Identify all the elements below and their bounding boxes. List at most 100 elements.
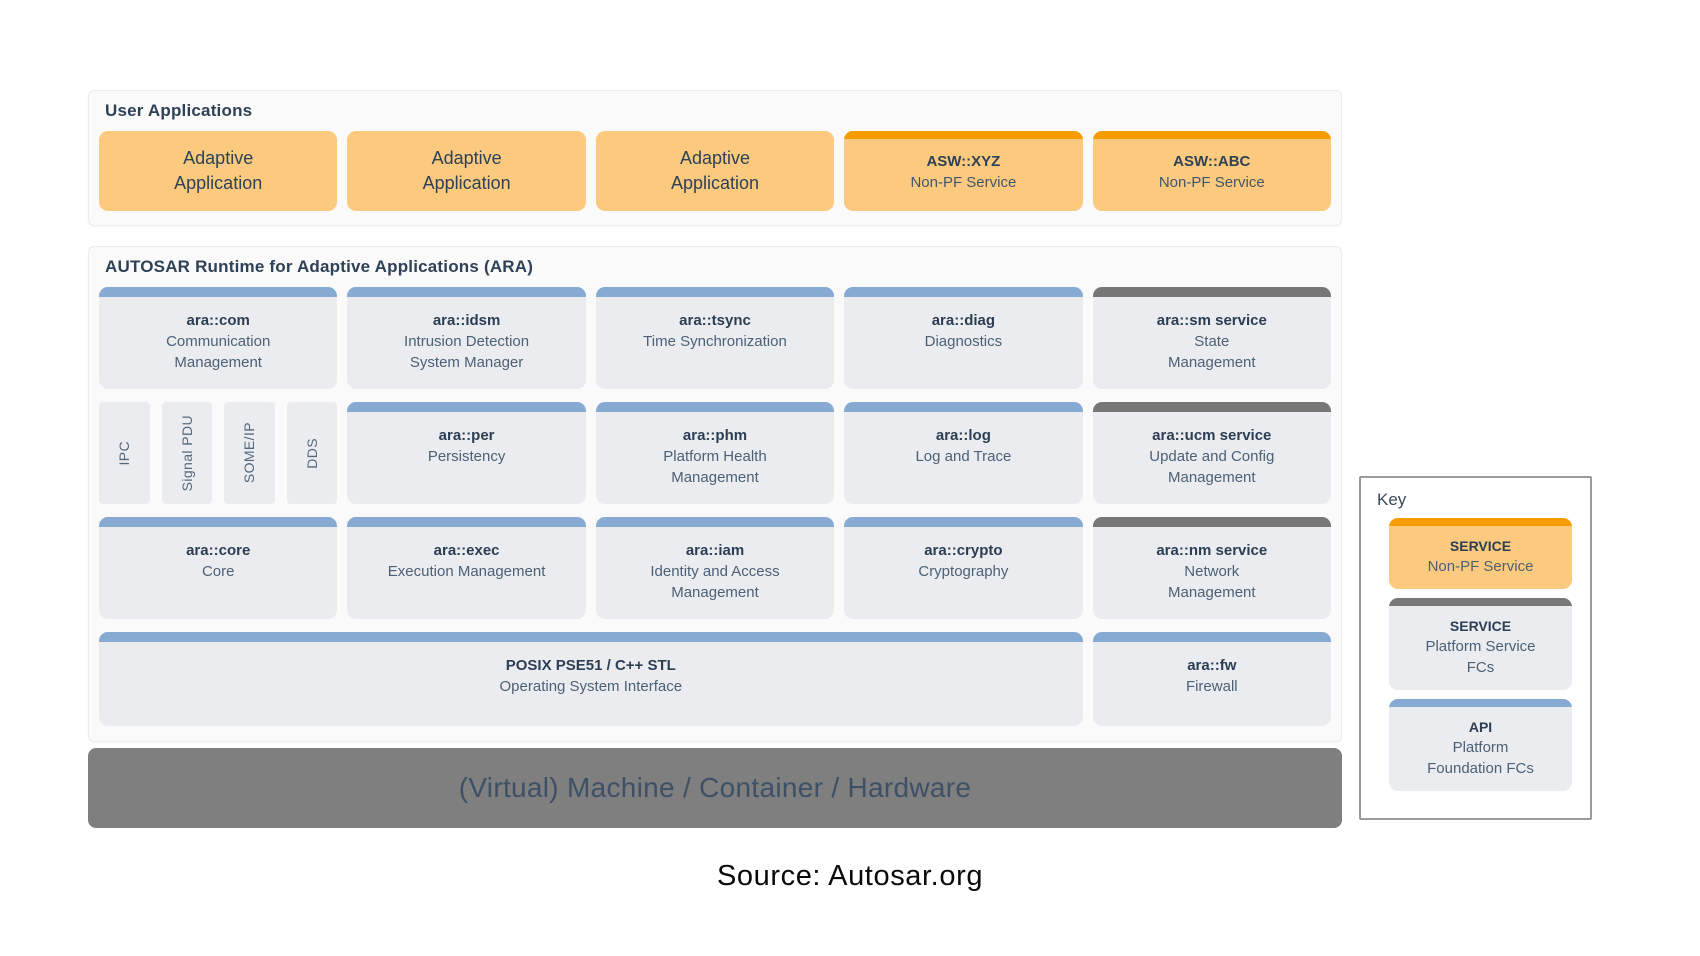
- fc-title: ara::exec: [433, 542, 500, 559]
- fc-subtitle: Network Management: [1168, 563, 1256, 601]
- adaptive-application-label: Adaptive Application: [422, 148, 511, 193]
- api-color-bar: [347, 517, 586, 527]
- fc-title: ara::idsm: [432, 312, 501, 329]
- user-applications-title: User Applications: [105, 101, 253, 120]
- key-item-subtitle: Platform Service FCs: [1425, 638, 1536, 676]
- api-color-bar: [1389, 699, 1572, 707]
- ara-panel: AUTOSAR Runtime for Adaptive Application…: [88, 246, 1342, 742]
- non-pf-color-bar: [844, 131, 1083, 139]
- fc-box-posix-os-interface: POSIX PSE51 / C++ STL Operating System I…: [99, 632, 1083, 726]
- asw-title: ASW::XYZ: [926, 153, 1001, 170]
- key-item-subtitle: Platform Foundation FCs: [1427, 739, 1534, 777]
- virtual-machine-hardware-bar: (Virtual) Machine / Container / Hardware: [88, 748, 1342, 828]
- fc-subtitle: Log and Trace: [915, 448, 1012, 465]
- asw-title: ASW::ABC: [1173, 153, 1251, 170]
- ara-title: AUTOSAR Runtime for Adaptive Application…: [105, 257, 534, 276]
- non-pf-color-bar: [1092, 131, 1331, 139]
- key-item-title: API: [1468, 719, 1493, 735]
- fc-title: ara::phm: [682, 427, 748, 444]
- fc-title: ara::fw: [1187, 657, 1237, 674]
- fc-box-ara-iam: ara::iam Identity and Access Management: [595, 517, 835, 619]
- fc-box-ara-fw: ara::fw Firewall: [1092, 632, 1331, 726]
- service-color-bar: [1389, 598, 1572, 606]
- key-title: Key: [1377, 490, 1407, 509]
- fc-title: POSIX PSE51 / C++ STL: [505, 657, 676, 674]
- adaptive-application-box-2: Adaptive Application: [347, 131, 586, 211]
- fc-subtitle: Execution Management: [387, 563, 546, 580]
- fc-box-ara-crypto: ara::crypto Cryptography: [844, 517, 1083, 619]
- communication-protocols: IPC Signal PDU SOME/IP DDS: [99, 402, 338, 504]
- fc-subtitle: Time Synchronization: [643, 333, 787, 350]
- fc-subtitle: Intrusion Detection System Manager: [404, 333, 530, 371]
- api-color-bar: [99, 517, 338, 527]
- key-item-platform-service: SERVICE Platform Service FCs: [1389, 598, 1572, 690]
- service-color-bar: [1092, 402, 1331, 412]
- fc-box-ara-tsync: ara::tsync Time Synchronization: [595, 287, 835, 389]
- protocol-label: SOME/IP: [241, 422, 258, 484]
- api-color-bar: [595, 517, 835, 527]
- fc-box-ara-exec: ara::exec Execution Management: [347, 517, 586, 619]
- fc-box-ara-log: ara::log Log and Trace: [844, 402, 1083, 504]
- asw-subtitle: Non-PF Service: [1158, 174, 1265, 191]
- fc-subtitle: Firewall: [1185, 678, 1238, 695]
- fc-title: ara::core: [186, 542, 251, 559]
- fc-box-ara-phm: ara::phm Platform Health Management: [595, 402, 835, 504]
- adaptive-application-box-3: Adaptive Application: [595, 131, 835, 211]
- fc-title: ara::crypto: [924, 542, 1003, 559]
- api-color-bar: [347, 402, 586, 412]
- api-color-bar: [99, 287, 338, 297]
- fc-subtitle: Diagnostics: [924, 333, 1003, 350]
- key-item-subtitle: Non-PF Service: [1427, 558, 1534, 575]
- protocol-label: DDS: [304, 437, 321, 469]
- api-color-bar: [844, 402, 1083, 412]
- fc-box-ara-diag: ara::diag Diagnostics: [844, 287, 1083, 389]
- protocol-box-dds: DDS: [286, 402, 338, 504]
- fc-subtitle: Update and Config Management: [1149, 448, 1275, 486]
- key-item-title: SERVICE: [1449, 618, 1512, 634]
- fc-box-ara-per: ara::per Persistency: [347, 402, 586, 504]
- asw-xyz-box: ASW::XYZ Non-PF Service: [844, 131, 1083, 211]
- fc-title: ara::tsync: [679, 312, 751, 329]
- api-color-bar: [347, 287, 586, 297]
- asw-subtitle: Non-PF Service: [910, 174, 1017, 191]
- fc-subtitle: Operating System Interface: [499, 678, 683, 695]
- service-color-bar: [1092, 517, 1331, 527]
- source-caption: Source: Autosar.org: [716, 860, 984, 892]
- api-color-bar: [595, 402, 835, 412]
- key-item-non-pf-service: SERVICE Non-PF Service: [1389, 518, 1572, 589]
- adaptive-application-box-1: Adaptive Application: [99, 131, 338, 211]
- fc-subtitle: Identity and Access Management: [650, 563, 780, 601]
- fc-title: ara::per: [438, 427, 495, 444]
- fc-box-ara-idsm: ara::idsm Intrusion Detection System Man…: [347, 287, 586, 389]
- api-color-bar: [844, 287, 1083, 297]
- api-color-bar: [595, 287, 835, 297]
- fc-subtitle: State Management: [1168, 333, 1256, 371]
- api-color-bar: [99, 632, 1083, 642]
- fc-subtitle: Core: [201, 563, 235, 580]
- fc-subtitle: Platform Health Management: [663, 448, 767, 486]
- api-color-bar: [1092, 632, 1331, 642]
- fc-subtitle: Persistency: [427, 448, 506, 465]
- adaptive-application-label: Adaptive Application: [670, 148, 760, 193]
- fc-title: ara::iam: [685, 542, 745, 559]
- fc-box-ara-sm: ara::sm service State Management: [1092, 287, 1331, 389]
- protocol-box-ipc: IPC: [99, 402, 150, 504]
- adaptive-application-label: Adaptive Application: [174, 148, 263, 193]
- fc-subtitle: Cryptography: [918, 563, 1009, 580]
- service-color-bar: [1092, 287, 1331, 297]
- user-applications-panel: User Applications Adaptive Application A…: [88, 90, 1342, 226]
- user-applications-row: Adaptive Application Adaptive Applicatio…: [89, 129, 1341, 211]
- fc-title: ara::sm service: [1156, 312, 1267, 329]
- fc-box-ara-core: ara::core Core: [99, 517, 338, 619]
- fc-title: ara::ucm service: [1152, 427, 1272, 444]
- protocol-box-someip: SOME/IP: [224, 402, 275, 504]
- protocol-label: IPC: [116, 440, 133, 466]
- non-pf-color-bar: [1389, 518, 1572, 526]
- api-color-bar: [844, 517, 1083, 527]
- protocol-label: Signal PDU: [178, 414, 195, 492]
- protocol-box-signal-pdu: Signal PDU: [161, 402, 213, 504]
- fc-title: ara::com: [186, 312, 250, 329]
- fc-title: ara::log: [935, 427, 991, 444]
- key-item-platform-foundation: API Platform Foundation FCs: [1389, 699, 1572, 791]
